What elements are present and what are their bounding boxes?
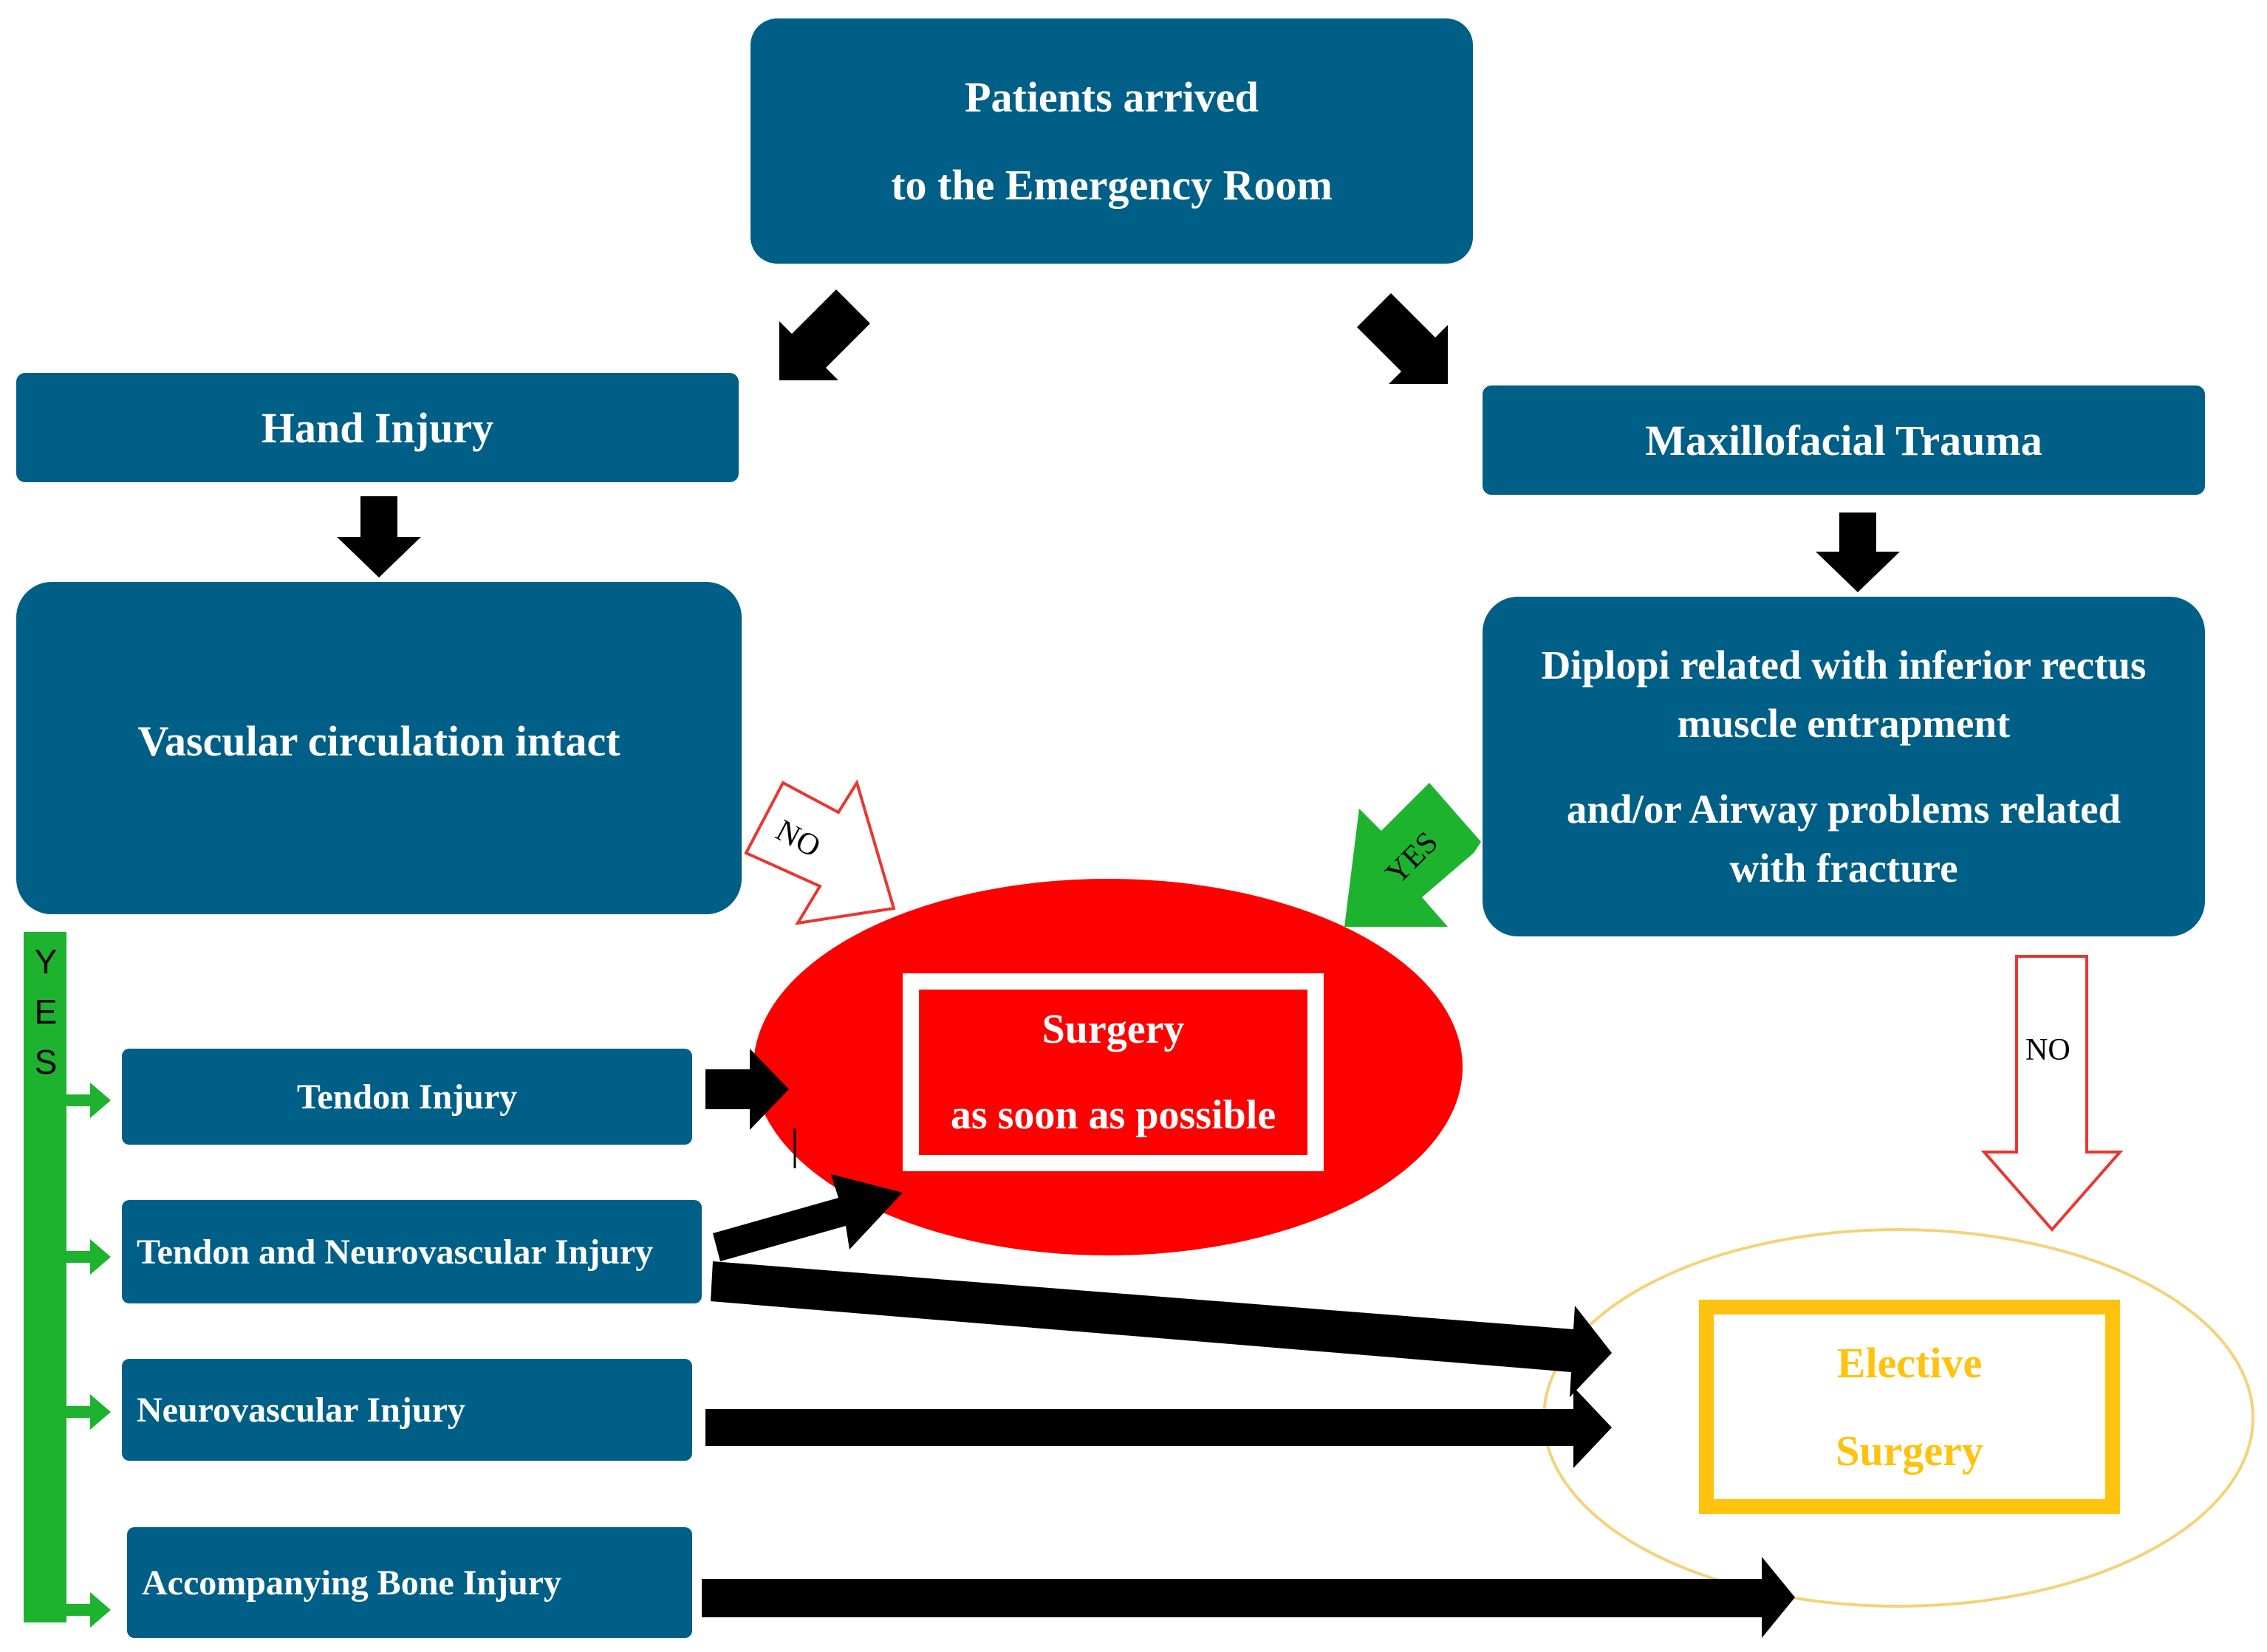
start-line2: to the Emergency Room xyxy=(891,161,1333,209)
no-label-right: NO xyxy=(2025,1033,2071,1067)
start-line1: Patients arrived xyxy=(965,73,1259,121)
elective-line2: Surgery xyxy=(1836,1427,1983,1475)
neurovascular-label: Neurovascular Injury xyxy=(137,1390,465,1430)
arrow-start-to-maxillofacial xyxy=(1357,293,1448,384)
no-arrow-left xyxy=(744,779,896,925)
green-arrow-bone xyxy=(44,1592,111,1628)
tendon-neuro-node: Tendon and Neurovascular Injury xyxy=(122,1200,702,1303)
no-arrow-right xyxy=(1980,955,2124,1233)
arrow-maxillofacial-to-diplopi xyxy=(1816,513,1900,592)
vascular-label: Vascular circulation intact xyxy=(137,716,620,765)
surgery-asap-box: Surgery as soon as possible xyxy=(903,973,1324,1171)
arrow-hand-to-vascular xyxy=(337,496,421,577)
arrow-tendon-neuro-to-urgent xyxy=(713,1174,903,1261)
diplopi-line1: Diplopi related with inferior rectus xyxy=(1541,642,2147,688)
yes-arrow-right xyxy=(1344,783,1481,927)
arrow-tendon-neuro-to-elective xyxy=(711,1261,1612,1397)
green-arrow-neuro xyxy=(44,1394,111,1430)
elective-line1: Elective xyxy=(1836,1339,1983,1387)
arrow-bone-to-elective xyxy=(702,1557,1795,1638)
yes-vertical-bar xyxy=(24,932,66,1622)
surgery-asap-line2: as soon as possible xyxy=(950,1092,1276,1138)
start-node: Patients arrived to the Emergency Room xyxy=(750,18,1473,264)
elective-surgery-box: Elective Surgery xyxy=(1699,1300,2120,1514)
yes-vertical-label: Y E S xyxy=(31,936,61,1087)
yes-letter-s: S xyxy=(34,1043,58,1081)
hand-injury-node: Hand Injury xyxy=(16,373,739,482)
bone-injury-label: Accompanying Bone Injury xyxy=(142,1563,562,1603)
tendon-injury-node: Tendon Injury xyxy=(122,1049,692,1145)
green-arrow-tendon-neuro xyxy=(44,1239,111,1275)
arrow-neuro-to-elective xyxy=(705,1387,1612,1468)
diplopi-line2: muscle entrapment xyxy=(1677,701,2011,747)
bone-injury-node: Accompanying Bone Injury xyxy=(127,1527,692,1638)
yes-letter-e: E xyxy=(34,993,58,1031)
arrow-tendon-to-urgent xyxy=(705,1049,789,1130)
tendon-injury-label: Tendon Injury xyxy=(296,1077,518,1117)
tendon-neuro-label: Tendon and Neurovascular Injury xyxy=(137,1232,654,1272)
arrow-start-to-hand xyxy=(779,289,870,380)
diplopi-line3: and/or Airway problems related xyxy=(1566,786,2121,832)
maxillofacial-node: Maxillofacial Trauma xyxy=(1483,385,2205,495)
green-arrow-tendon xyxy=(44,1083,111,1118)
diplopi-line4: with fracture xyxy=(1729,845,1958,891)
yes-letter-y: Y xyxy=(34,942,58,981)
diplopi-node: Diplopi related with inferior rectus mus… xyxy=(1483,597,2205,936)
hand-injury-label: Hand Injury xyxy=(261,403,494,452)
maxillofacial-label: Maxillofacial Trauma xyxy=(1645,416,2042,465)
surgery-asap-line1: Surgery xyxy=(1042,1007,1185,1052)
vascular-node: Vascular circulation intact xyxy=(16,582,742,914)
neurovascular-node: Neurovascular Injury xyxy=(122,1359,692,1461)
